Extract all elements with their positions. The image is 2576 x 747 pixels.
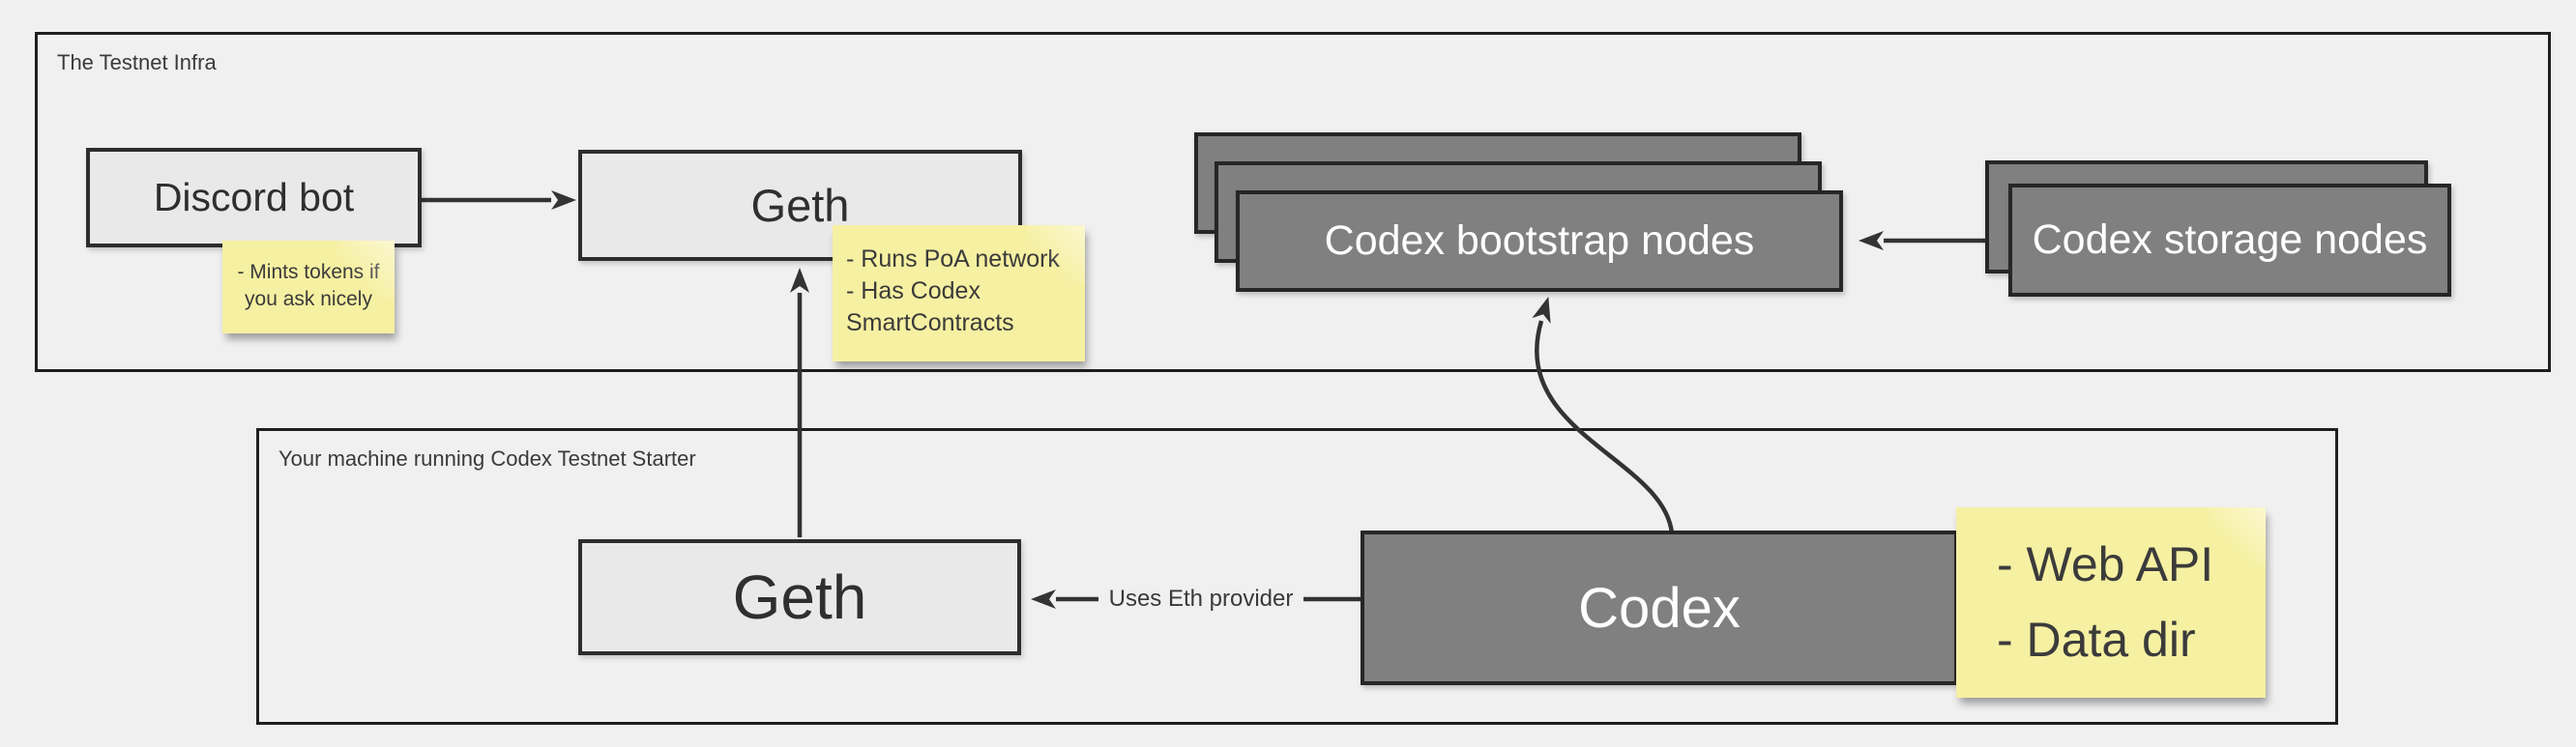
node-codex-bootstrap[interactable]: Codex bootstrap nodes	[1236, 190, 1843, 292]
node-codex-storage-label: Codex storage nodes	[2032, 216, 2428, 263]
node-codex-bootstrap-label: Codex bootstrap nodes	[1324, 217, 1755, 264]
sticky-note-geth-details-line: - Has Codex	[846, 277, 981, 304]
sticky-note-mint-tokens[interactable]: - Mints tokens if you ask nicely	[222, 241, 395, 333]
container-your-machine[interactable]: Your machine running Codex Testnet Start…	[256, 428, 2338, 725]
sticky-note-geth-details-line: SmartContracts	[846, 309, 1014, 336]
node-geth-local-label: Geth	[732, 562, 867, 632]
node-discord-bot[interactable]: Discord bot	[86, 148, 422, 247]
node-discord-bot-label: Discord bot	[153, 175, 355, 219]
container-testnet-infra-label: The Testnet Infra	[57, 50, 217, 74]
sticky-note-mint-tokens-line: - Mints tokens if	[237, 261, 380, 283]
sticky-note-geth-details[interactable]: - Runs PoA network - Has Codex SmartCont…	[833, 225, 1085, 361]
node-codex-storage[interactable]: Codex storage nodes	[2008, 184, 2451, 297]
sticky-note-mint-tokens-line: you ask nicely	[245, 288, 372, 310]
sticky-note-geth-details-line: - Runs PoA network	[846, 245, 1060, 273]
edge-label-uses-eth-provider: Uses Eth provider	[1108, 586, 1294, 612]
edge-codex-to-bootstrap-curve[interactable]	[1532, 297, 1675, 534]
sticky-note-codex-details-line: - Data dir	[1997, 613, 2196, 667]
sticky-note-codex-details[interactable]: - Web API - Data dir	[1956, 507, 2266, 698]
sticky-note-codex-details-line: - Web API	[1997, 537, 2214, 591]
node-codex-local[interactable]: Codex	[1361, 531, 1958, 685]
node-geth-infra-label: Geth	[750, 180, 850, 231]
node-geth-local[interactable]: Geth	[578, 539, 1021, 655]
container-your-machine-label: Your machine running Codex Testnet Start…	[278, 446, 696, 471]
container-testnet-infra[interactable]: The Testnet Infra	[35, 32, 2551, 372]
node-codex-local-label: Codex	[1578, 576, 1741, 640]
